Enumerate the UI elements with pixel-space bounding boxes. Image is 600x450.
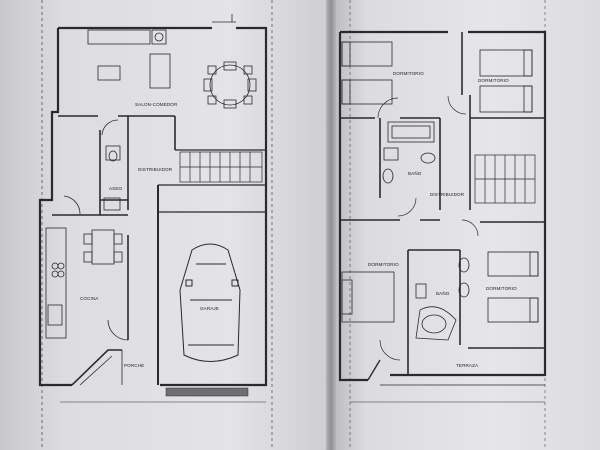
label-dormitorio-1: DORMITORIO xyxy=(393,71,424,76)
label-dormitorio-3: DORMITORIO xyxy=(368,262,399,267)
label-bano-1: BAÑO xyxy=(408,170,422,176)
aseo-fixtures xyxy=(101,119,121,211)
left-page xyxy=(0,0,328,450)
label-distribuidor-upper: DISTRIBUIDOR xyxy=(430,192,465,197)
porch xyxy=(71,349,249,397)
book-gutter xyxy=(326,0,336,450)
label-terraza: TERRAZA xyxy=(456,363,479,368)
ground-floor-plan xyxy=(38,0,273,450)
label-dormitorio-4: DORMITORIO xyxy=(486,286,517,291)
label-salon-comedor: SALON-COMEDOR xyxy=(135,102,178,107)
bath-2-fixtures xyxy=(415,257,470,341)
label-dormitorio-2: DORMITORIO xyxy=(478,78,509,83)
label-cocina: COCINA xyxy=(80,296,99,301)
ground-stairs xyxy=(179,151,263,183)
bath-fixtures xyxy=(382,121,436,184)
beds xyxy=(341,41,539,323)
kitchen-furniture xyxy=(45,195,129,341)
label-bano-2: BAÑO xyxy=(436,290,450,296)
upper-doors xyxy=(377,95,479,361)
upper-stairs xyxy=(474,154,536,204)
upper-floor-plan xyxy=(338,0,547,450)
living-furniture xyxy=(87,29,257,109)
label-aseo: ASEO xyxy=(109,186,122,191)
label-porche: PORCHE xyxy=(124,363,144,368)
car-icon xyxy=(179,243,241,362)
label-distribuidor-ground: DISTRIBUIDOR xyxy=(138,167,173,172)
label-garaje: GARAJE xyxy=(200,306,219,311)
